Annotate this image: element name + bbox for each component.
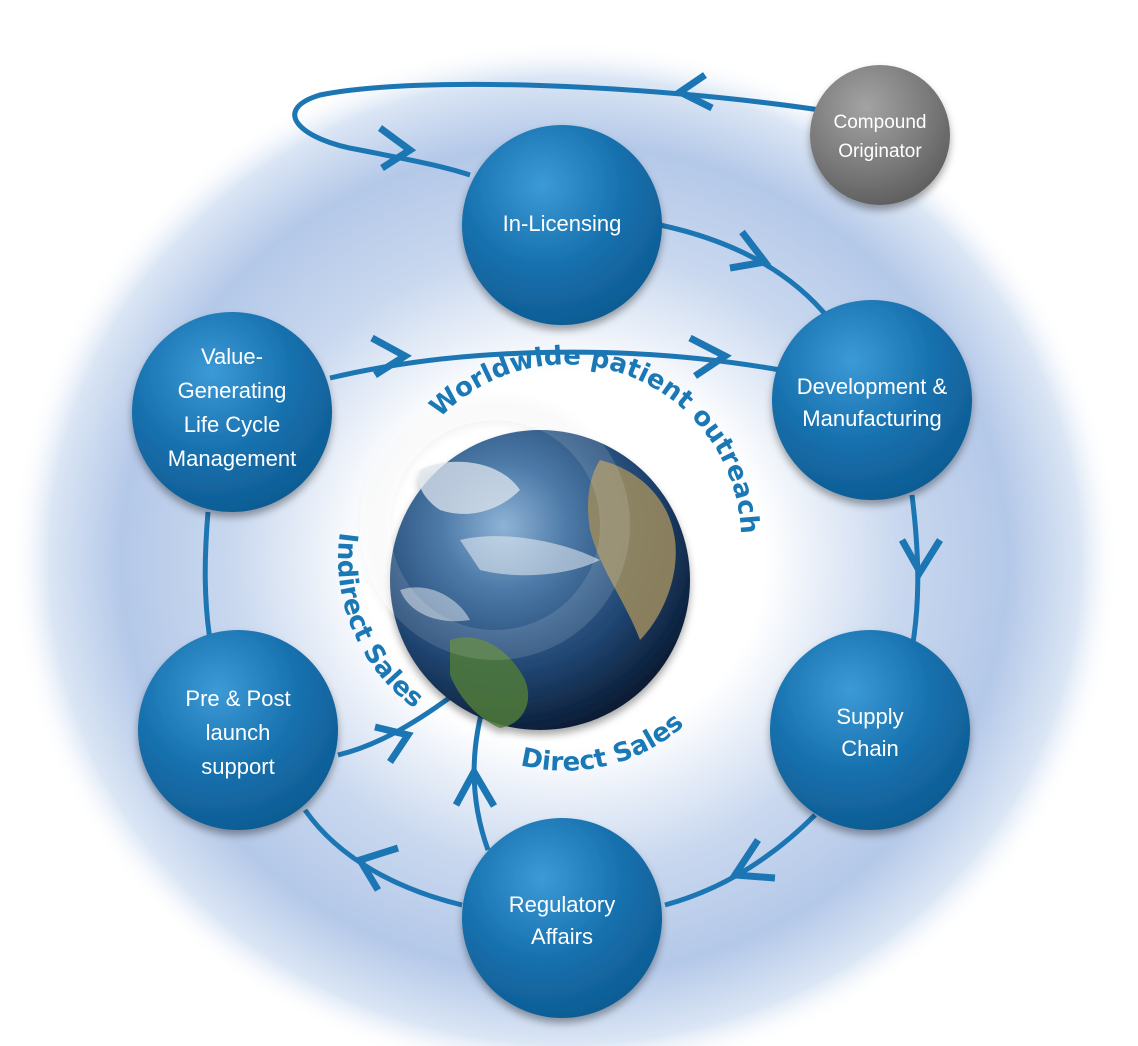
node-pre-post-launch[interactable]: Pre & Post launch support <box>138 630 338 830</box>
node-label: Manufacturing <box>802 406 941 431</box>
node-label: Compound <box>834 112 927 133</box>
node-label: Supply <box>836 704 903 729</box>
arrow-value-launch <box>202 511 213 641</box>
arrow-chevron <box>452 764 498 808</box>
node-label: Affairs <box>531 924 593 949</box>
node-regulatory-affairs[interactable]: Regulatory Affairs <box>462 818 662 1018</box>
node-value-generating[interactable]: Value- Generating Life Cycle Management <box>132 312 332 512</box>
node-label: Value- <box>201 344 263 369</box>
node-label: launch <box>206 720 271 745</box>
arrow-inlicensing-development <box>659 222 832 322</box>
node-label: Chain <box>841 736 898 761</box>
node-label: In-Licensing <box>503 211 622 236</box>
node-label: Regulatory <box>509 892 615 917</box>
node-compound-originator[interactable]: Compound Originator <box>810 65 950 205</box>
arrow-chevron <box>374 723 414 764</box>
arrow-regulatory-launch <box>302 808 463 908</box>
node-label: Generating <box>178 378 287 403</box>
node-label: Management <box>168 446 296 471</box>
node-label: Pre & Post <box>185 686 290 711</box>
arrow-chevron <box>688 334 732 379</box>
node-label: Originator <box>838 141 922 162</box>
globe-icon <box>360 390 690 730</box>
arrow-chevron <box>729 229 772 272</box>
node-label: Life Cycle <box>184 412 281 437</box>
arrow-supply-regulatory <box>664 813 817 908</box>
node-label: support <box>201 754 274 779</box>
node-label: Development & <box>797 374 948 399</box>
node-supply-chain[interactable]: Supply Chain <box>770 630 970 830</box>
arrow-chevron <box>673 72 714 112</box>
arrow-chevron <box>370 334 412 378</box>
arrow-chevron <box>728 838 776 882</box>
arrow-chevron <box>354 844 400 892</box>
node-development-manufacturing[interactable]: Development & Manufacturing <box>772 300 972 500</box>
node-in-licensing[interactable]: In-Licensing <box>462 125 662 325</box>
arrow-chevron <box>377 125 417 171</box>
arrow-chevron <box>898 538 943 579</box>
